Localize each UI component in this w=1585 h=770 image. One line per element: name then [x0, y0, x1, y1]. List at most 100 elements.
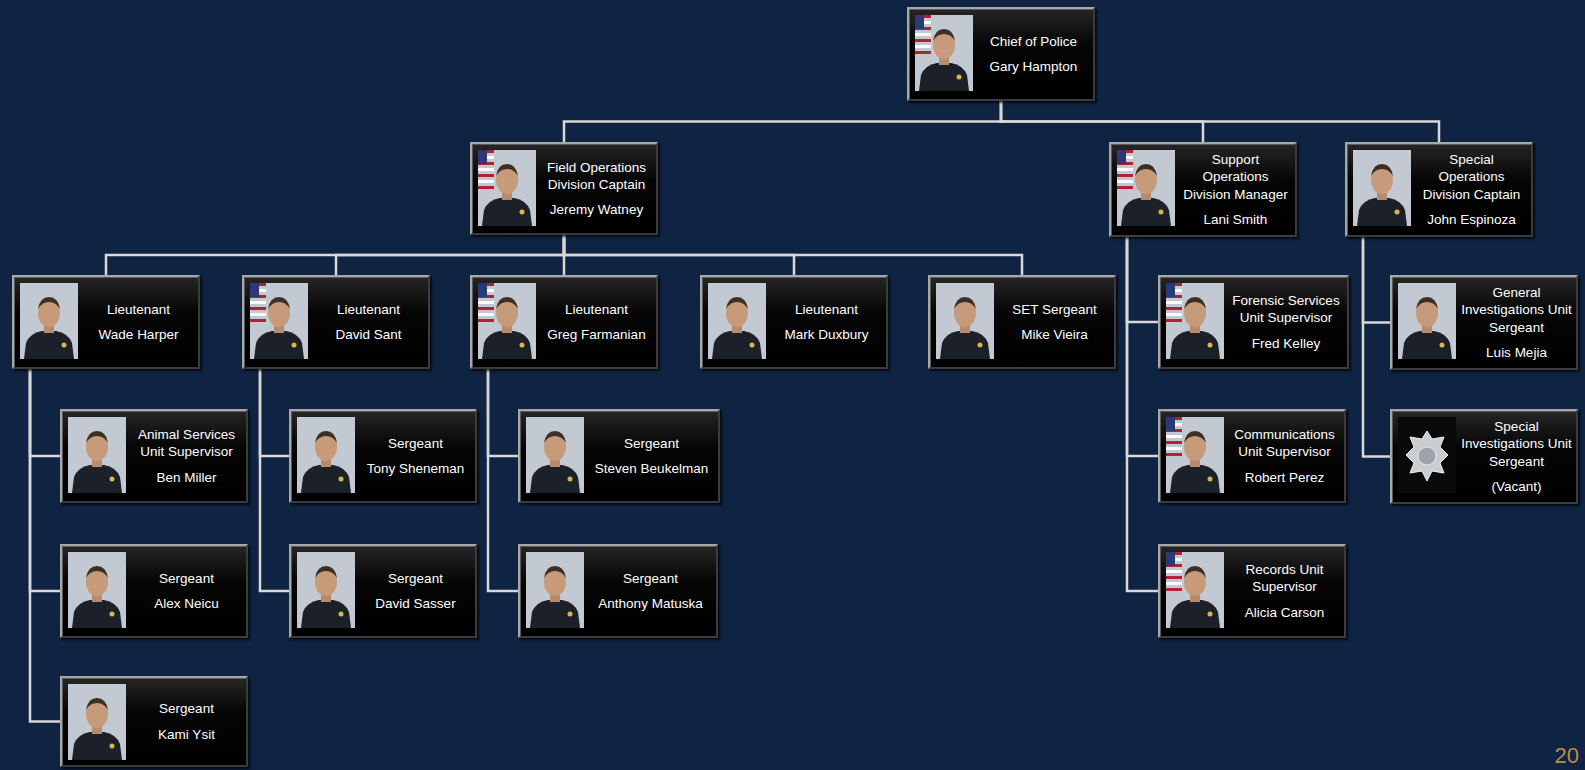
portrait-photo: [478, 150, 536, 226]
text-column: SET SergeantMike Vieira: [998, 277, 1111, 367]
person-name: Wade Harper: [99, 326, 179, 343]
role-title: Animal Services Unit Supervisor: [130, 426, 243, 461]
reporting-line: [30, 369, 60, 722]
person-name: Kami Ysit: [158, 726, 215, 743]
portrait-photo: [526, 552, 584, 628]
role-title: Sergeant: [598, 570, 702, 587]
role-title: Sergeant: [375, 570, 455, 587]
reporting-line: [488, 369, 518, 591]
reporting-line: [1127, 237, 1158, 322]
person-name: Alicia Carson: [1228, 604, 1341, 621]
person-name: Lani Smith: [1179, 211, 1292, 228]
person-name: Tony Sheneman: [367, 460, 465, 477]
portrait-photo: [250, 283, 308, 359]
reporting-line: [30, 369, 60, 456]
portrait-photo: [708, 283, 766, 359]
org-box: Forensic Services Unit SupervisorFred Ke…: [1158, 275, 1349, 369]
portrait-photo: [20, 283, 78, 359]
text-group: Forensic Services Unit SupervisorFred Ke…: [1228, 292, 1344, 352]
org-box: LieutenantGreg Farmanian: [470, 275, 658, 369]
org-box: Special Operations Division CaptainJohn …: [1345, 142, 1533, 237]
reporting-line: [260, 369, 289, 456]
text-column: Field Operations Division CaptainJeremy …: [540, 144, 653, 233]
text-column: SergeantAnthony Matuska: [588, 546, 713, 636]
role-title: Special Investigations Unit Sergeant: [1460, 418, 1573, 470]
org-box: LieutenantWade Harper: [12, 275, 200, 369]
portrait-photo: [297, 417, 355, 493]
org-box: Records Unit SupervisorAlicia Carson: [1158, 544, 1346, 638]
text-group: Records Unit SupervisorAlicia Carson: [1228, 561, 1341, 621]
portrait-photo: [1166, 283, 1224, 359]
portrait-photo: [68, 684, 126, 760]
text-group: Chief of PoliceGary Hampton: [990, 33, 1078, 76]
role-title: Sergeant: [158, 700, 215, 717]
text-group: SergeantKami Ysit: [158, 700, 215, 743]
text-group: Communications Unit SupervisorRobert Per…: [1228, 426, 1341, 486]
portrait-photo: [1166, 417, 1224, 493]
role-title: Lieutenant: [99, 301, 179, 318]
text-group: Special Operations Division CaptainJohn …: [1415, 151, 1528, 228]
person-name: Fred Kelley: [1228, 335, 1344, 352]
org-box: Animal Services Unit SupervisorBen Mille…: [60, 409, 248, 503]
text-group: Field Operations Division CaptainJeremy …: [540, 159, 653, 219]
reporting-line: [336, 235, 564, 275]
reporting-line: [488, 369, 518, 456]
role-title: Records Unit Supervisor: [1228, 561, 1341, 596]
person-name: David Sant: [335, 326, 401, 343]
org-box: Communications Unit SupervisorRobert Per…: [1158, 409, 1346, 503]
text-group: Animal Services Unit SupervisorBen Mille…: [130, 426, 243, 486]
text-column: General Investigations Unit SergeantLuis…: [1460, 277, 1573, 368]
portrait-photo: [478, 283, 536, 359]
role-title: Forensic Services Unit Supervisor: [1228, 292, 1344, 327]
reporting-line: [1127, 237, 1158, 456]
text-group: LieutenantWade Harper: [99, 301, 179, 344]
person-name: Gary Hampton: [990, 58, 1078, 75]
person-name: Greg Farmanian: [547, 326, 645, 343]
org-box: Field Operations Division CaptainJeremy …: [470, 142, 658, 235]
reporting-line: [1363, 237, 1390, 322]
org-box: LieutenantMark Duxbury: [700, 275, 888, 369]
org-box: SergeantDavid Sasser: [289, 544, 477, 638]
role-title: General Investigations Unit Sergeant: [1460, 284, 1573, 336]
text-group: LieutenantMark Duxbury: [784, 301, 868, 344]
reporting-line: [1001, 101, 1439, 142]
role-title: Lieutenant: [784, 301, 868, 318]
person-name: Alex Neicu: [154, 595, 219, 612]
portrait-photo: [68, 417, 126, 493]
reporting-line: [30, 369, 60, 591]
org-box: SET SergeantMike Vieira: [928, 275, 1116, 369]
portrait-photo: [915, 15, 973, 91]
text-column: Forensic Services Unit SupervisorFred Ke…: [1228, 277, 1344, 367]
page-number: 20: [1555, 745, 1579, 767]
role-title: Sergeant: [367, 435, 465, 452]
reporting-line: [1363, 237, 1390, 456]
text-group: LieutenantDavid Sant: [335, 301, 401, 344]
text-column: Special Operations Division CaptainJohn …: [1415, 144, 1528, 235]
person-name: Steven Beukelman: [595, 460, 708, 477]
org-box: LieutenantDavid Sant: [242, 275, 430, 369]
text-group: SergeantSteven Beukelman: [595, 435, 708, 478]
text-column: LieutenantDavid Sant: [312, 277, 425, 367]
badge-picture: [1398, 417, 1456, 493]
person-name: Ben Miller: [130, 469, 243, 486]
role-title: Field Operations Division Captain: [540, 159, 653, 194]
person-name: Mark Duxbury: [784, 326, 868, 343]
person-name: Luis Mejia: [1460, 344, 1573, 361]
text-column: Records Unit SupervisorAlicia Carson: [1228, 546, 1341, 636]
text-group: Support Operations Division ManagerLani …: [1179, 151, 1292, 228]
text-group: SergeantAnthony Matuska: [598, 570, 702, 613]
role-title: Lieutenant: [335, 301, 401, 318]
text-column: LieutenantMark Duxbury: [770, 277, 883, 367]
person-name: Mike Vieira: [1012, 326, 1097, 343]
org-box: General Investigations Unit SergeantLuis…: [1390, 275, 1578, 370]
text-column: Animal Services Unit SupervisorBen Mille…: [130, 411, 243, 501]
text-group: SergeantTony Sheneman: [367, 435, 465, 478]
org-box: SergeantKami Ysit: [60, 676, 248, 767]
text-group: SergeantAlex Neicu: [154, 570, 219, 613]
text-group: LieutenantGreg Farmanian: [547, 301, 645, 344]
role-title: SET Sergeant: [1012, 301, 1097, 318]
portrait-photo: [68, 552, 126, 628]
role-title: Special Operations Division Captain: [1415, 151, 1528, 203]
text-group: SergeantDavid Sasser: [375, 570, 455, 613]
